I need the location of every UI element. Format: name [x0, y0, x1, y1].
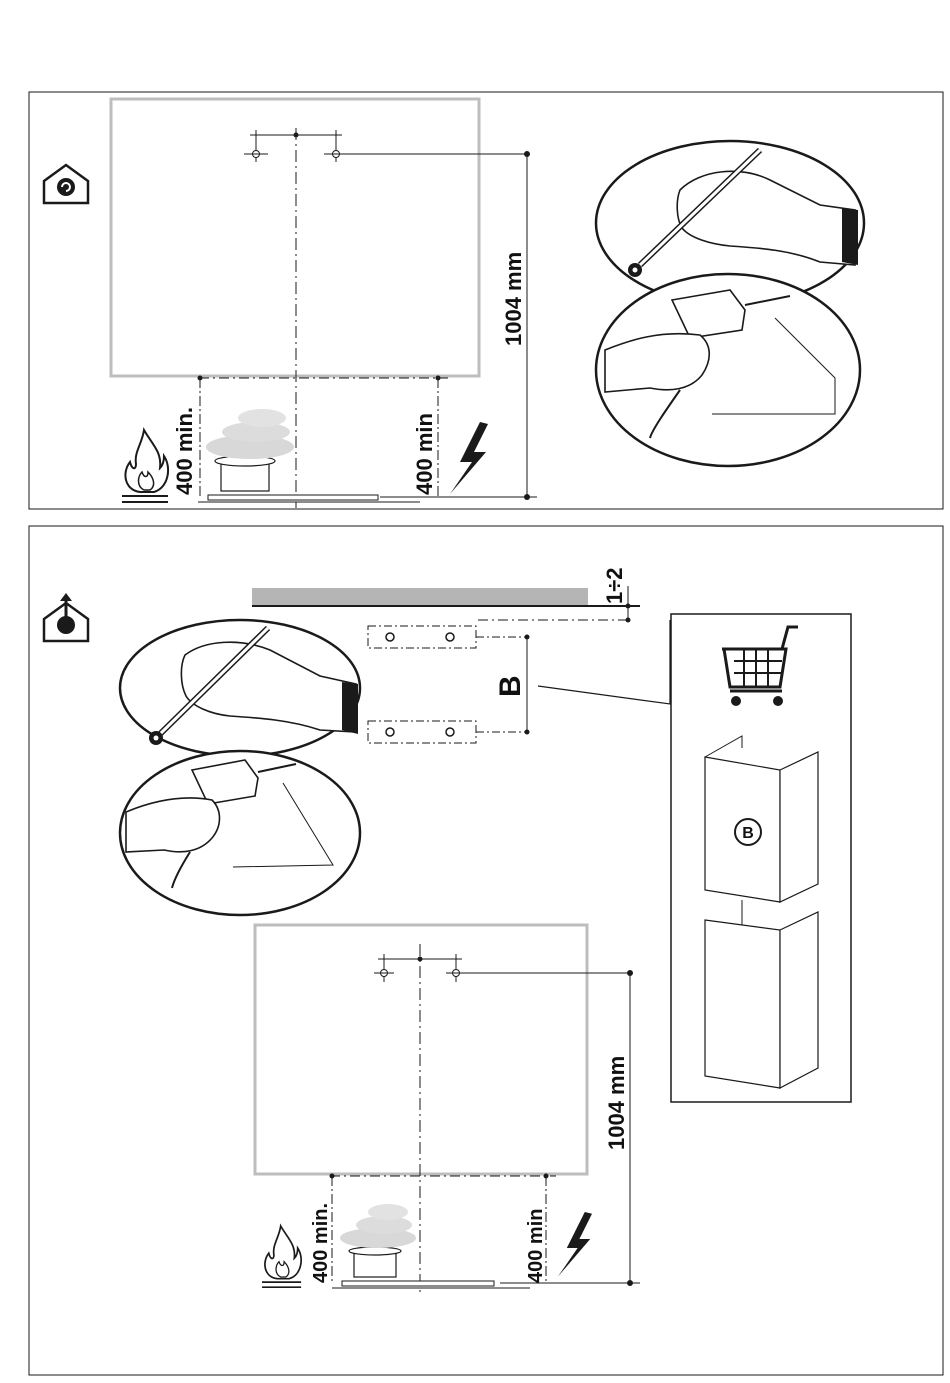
electric-bolt-icon	[450, 422, 488, 494]
pencil-marking-hand-icon	[120, 620, 360, 756]
accessory-label: B	[742, 825, 754, 842]
electric-clearance-label: 400 min	[412, 413, 437, 495]
electric-clearance-dimension: 400 min	[525, 1174, 549, 1285]
height-dimension: 1004 mm	[500, 970, 640, 1286]
gap-dimension: 1÷2	[602, 567, 631, 622]
drill-hand-icon	[596, 274, 860, 466]
bracket-upper	[368, 626, 527, 648]
bracket-label: B	[494, 675, 527, 697]
recirculation-house-icon	[44, 165, 88, 203]
electric-bolt-icon	[558, 1212, 592, 1277]
gas-clearance-label: 400 min.	[172, 407, 197, 495]
hood-outline	[111, 99, 479, 376]
gas-clearance-dimension: 400 min.	[310, 1174, 335, 1285]
hood-outline	[255, 925, 587, 1174]
gap-label: 1÷2	[602, 567, 627, 604]
panel-ducted: 1÷2 B	[29, 526, 943, 1375]
electric-clearance-label: 400 min	[525, 1209, 547, 1283]
height-label: 1004 mm	[604, 1056, 629, 1150]
bracket-lower	[368, 721, 527, 743]
panel-recirculation: 1004 mm 400 min. 400 min	[29, 92, 943, 509]
ducted-house-icon	[44, 593, 88, 641]
height-label: 1004 mm	[501, 252, 526, 346]
screw-hole-marks	[244, 130, 527, 162]
hob-with-pot	[198, 409, 420, 502]
accessory-box: B	[671, 614, 851, 1102]
drill-hand-icon	[120, 751, 360, 915]
gas-flame-icon	[262, 1226, 301, 1287]
height-dimension: 1004 mm	[380, 151, 537, 500]
screw-hole-marks	[374, 954, 630, 982]
gas-clearance-label: 400 min.	[310, 1203, 332, 1283]
chimney-lower-piece	[705, 900, 818, 1088]
ceiling-shelf	[252, 588, 588, 605]
gas-clearance-dimension: 400 min.	[172, 376, 203, 499]
gas-flame-icon	[122, 430, 168, 502]
electric-clearance-dimension: 400 min	[412, 376, 441, 499]
hob-with-pot	[332, 1204, 530, 1288]
